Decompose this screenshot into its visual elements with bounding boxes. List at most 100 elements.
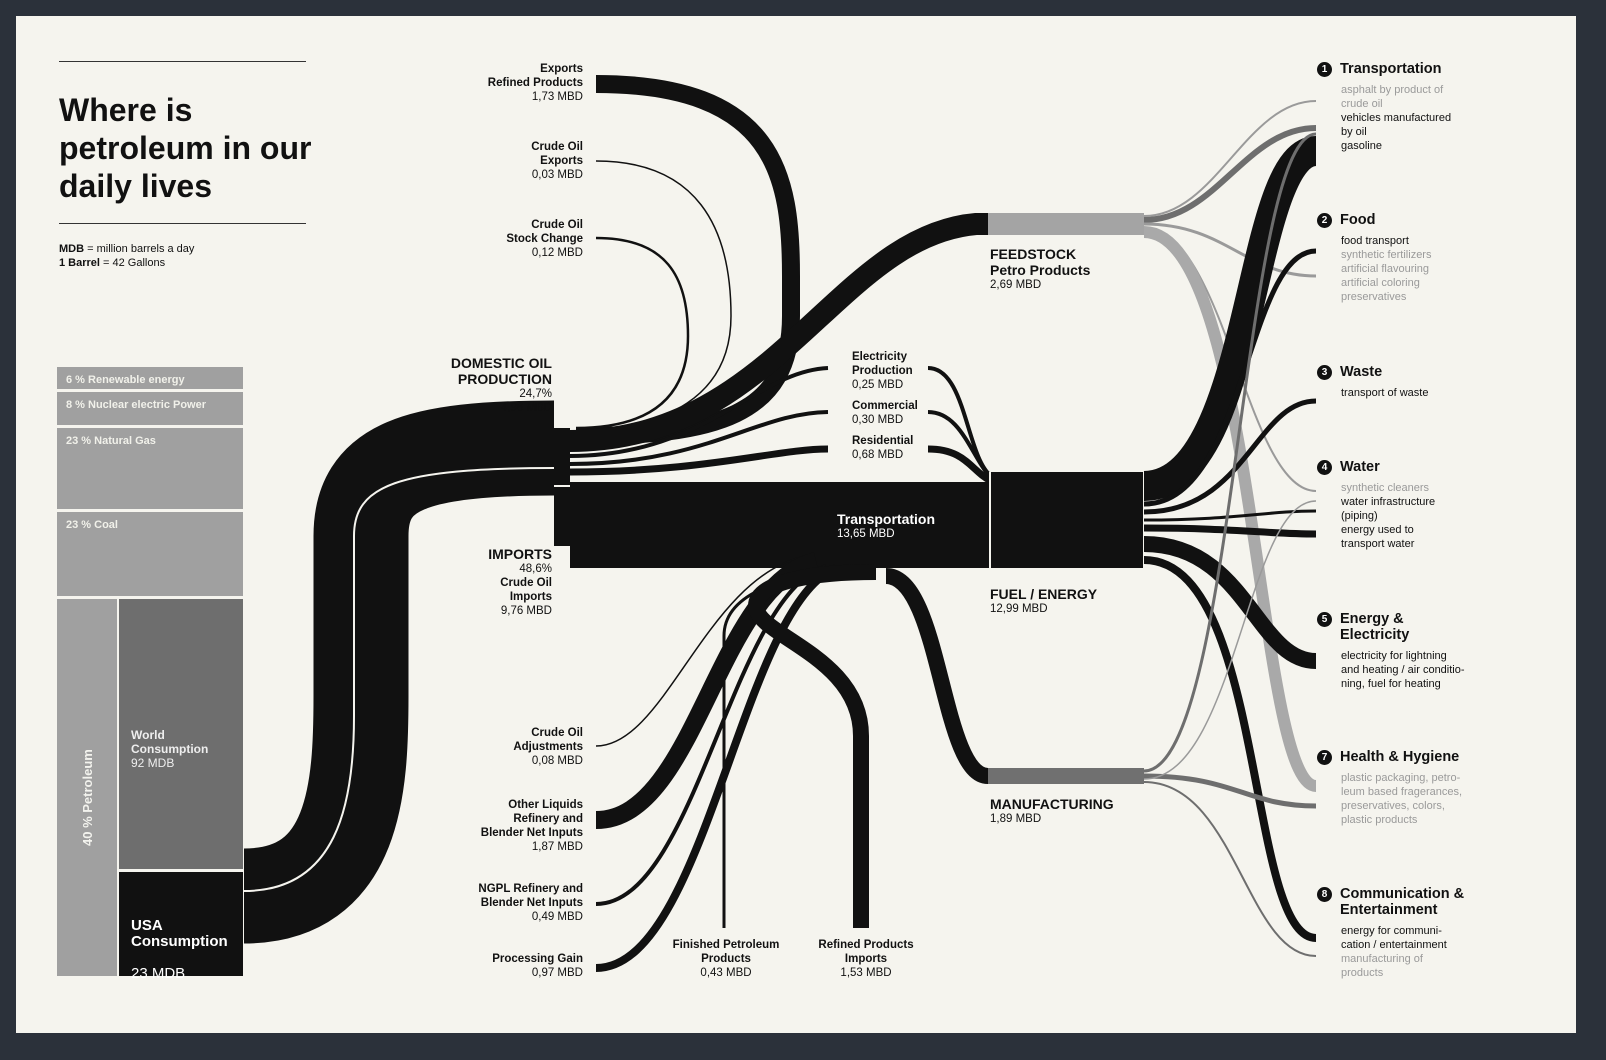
number-badge-icon: 1 <box>1317 62 1332 77</box>
flow-usa-to-imports <box>241 400 555 944</box>
use-title: 7 Health & Hygiene <box>1317 749 1547 765</box>
use-title-text: Communication & Entertainment <box>1340 886 1465 918</box>
legend: MDB = million barrels a day 1 Barrel = 4… <box>59 242 299 270</box>
box-nuclear: 8 % Nuclear electric Power <box>57 392 243 425</box>
box-petroleum <box>57 599 117 976</box>
flow-to-feedstock <box>569 213 988 452</box>
use-item: water infrastructure (piping) energy use… <box>1341 496 1436 550</box>
number-badge-icon: 8 <box>1317 887 1332 902</box>
use-health-hygiene: 7 Health & Hygiene plastic packaging, petr… <box>1317 749 1547 827</box>
use-title-text: Transportation <box>1340 61 1442 77</box>
flow-fuel-food <box>1143 248 1317 507</box>
flow-residential-to-fuel <box>927 445 993 485</box>
number-badge-icon: 3 <box>1317 365 1332 380</box>
flow-to-manufacturing <box>884 568 990 784</box>
flow-fuel-water-energy <box>1143 524 1317 538</box>
use-title: 4 Water <box>1317 459 1547 475</box>
number-badge-icon: 4 <box>1317 460 1332 475</box>
box-natural-gas: 23 % Natural Gas <box>57 428 243 509</box>
use-food: 2 Food food transport synthetic fertilizers… <box>1317 212 1547 304</box>
flow-commercial-to-fuel <box>927 410 993 480</box>
use-item: manufacturing of products <box>1341 953 1423 979</box>
node-manufacturing <box>988 768 1144 784</box>
flow-fuel-communication <box>1143 556 1317 942</box>
world-consumption-label: World Consumption 92 MDB <box>131 728 209 770</box>
node-feedstock <box>988 213 1144 235</box>
flow-manu-health <box>1143 773 1317 809</box>
use-title: 1 Transportation <box>1317 61 1547 77</box>
flow-processing-gain <box>595 564 838 972</box>
box-world-consumption <box>119 599 243 869</box>
flow-fuel-electricity <box>1143 536 1317 669</box>
title-rule-top <box>59 61 306 62</box>
flow-ngpl <box>595 564 827 906</box>
legend-mdb: MDB = million barrels a day <box>59 243 195 255</box>
node-fuel-energy <box>990 472 1144 568</box>
use-item: synthetic fertilizers artificial flavour… <box>1341 249 1432 303</box>
box-renewable: 6 % Renewable energy <box>57 367 243 389</box>
use-item: energy for communi- cation / entertainme… <box>1341 925 1447 951</box>
flow-fuel-gasoline <box>1142 136 1319 501</box>
flow-feed-asphalt <box>1143 100 1317 217</box>
flow-transportation-trunk <box>570 482 990 568</box>
use-title: 5 Energy & Electricity <box>1317 611 1547 643</box>
flow-to-commercial <box>569 410 829 466</box>
number-badge-icon: 7 <box>1317 750 1332 765</box>
use-title-text: Water <box>1340 459 1380 475</box>
use-item: food transport <box>1341 235 1409 247</box>
petroleum-label: 40 % Petroleum <box>80 749 95 846</box>
use-title-text: Food <box>1340 212 1376 228</box>
use-transportation: 1 Transportation asphalt by product of cru… <box>1317 61 1547 153</box>
flow-manu-products <box>1143 781 1317 957</box>
sankey-flows <box>241 75 1319 972</box>
box-coal: 23 % Coal <box>57 512 243 596</box>
flow-divider-line <box>243 467 555 892</box>
use-item: gasoline <box>1341 140 1382 152</box>
box-usa-consumption <box>119 872 243 976</box>
number-badge-icon: 2 <box>1317 213 1332 228</box>
usa-consumption-label: USA Consumption 23 MDB <box>131 917 228 982</box>
use-item: transport of waste <box>1341 387 1429 399</box>
use-title-text: Waste <box>1340 364 1383 380</box>
flow-adjustments <box>595 555 807 747</box>
use-title-text: Energy & Electricity <box>1340 611 1410 643</box>
number-badge-icon: 5 <box>1317 612 1332 627</box>
flow-crude-exports <box>575 160 732 431</box>
label-other-liquids: Other Liquids Refinery and Blender Net I… <box>480 799 583 853</box>
use-item: vehicles manufactured by oil <box>1341 112 1452 138</box>
flow-to-residential <box>569 445 829 476</box>
flow-feed-vehicles <box>1143 125 1317 223</box>
flow-manu-vehicles <box>1143 132 1317 773</box>
use-item: asphalt by product of crude oil <box>1341 84 1444 110</box>
flow-to-electricity <box>569 366 829 458</box>
use-title: 8 Communication & Entertainment <box>1317 886 1547 918</box>
use-title-text: Health & Hygiene <box>1340 749 1460 765</box>
flow-refined-imports <box>747 564 877 928</box>
use-communication: 8 Communication & Entertainment energy for… <box>1317 886 1547 980</box>
use-item: synthetic cleaners <box>1341 482 1430 494</box>
use-item: plastic packaging, petro- leum based fra… <box>1341 772 1463 826</box>
infographic-poster: Where is petroleum in our daily lives MD… <box>16 16 1576 1033</box>
flow-stock-change <box>575 236 690 430</box>
legend-barrel: 1 Barrel = 42 Gallons <box>59 257 166 269</box>
use-title: 3 Waste <box>1317 364 1547 380</box>
flow-feed-fertilizers <box>1143 222 1317 278</box>
